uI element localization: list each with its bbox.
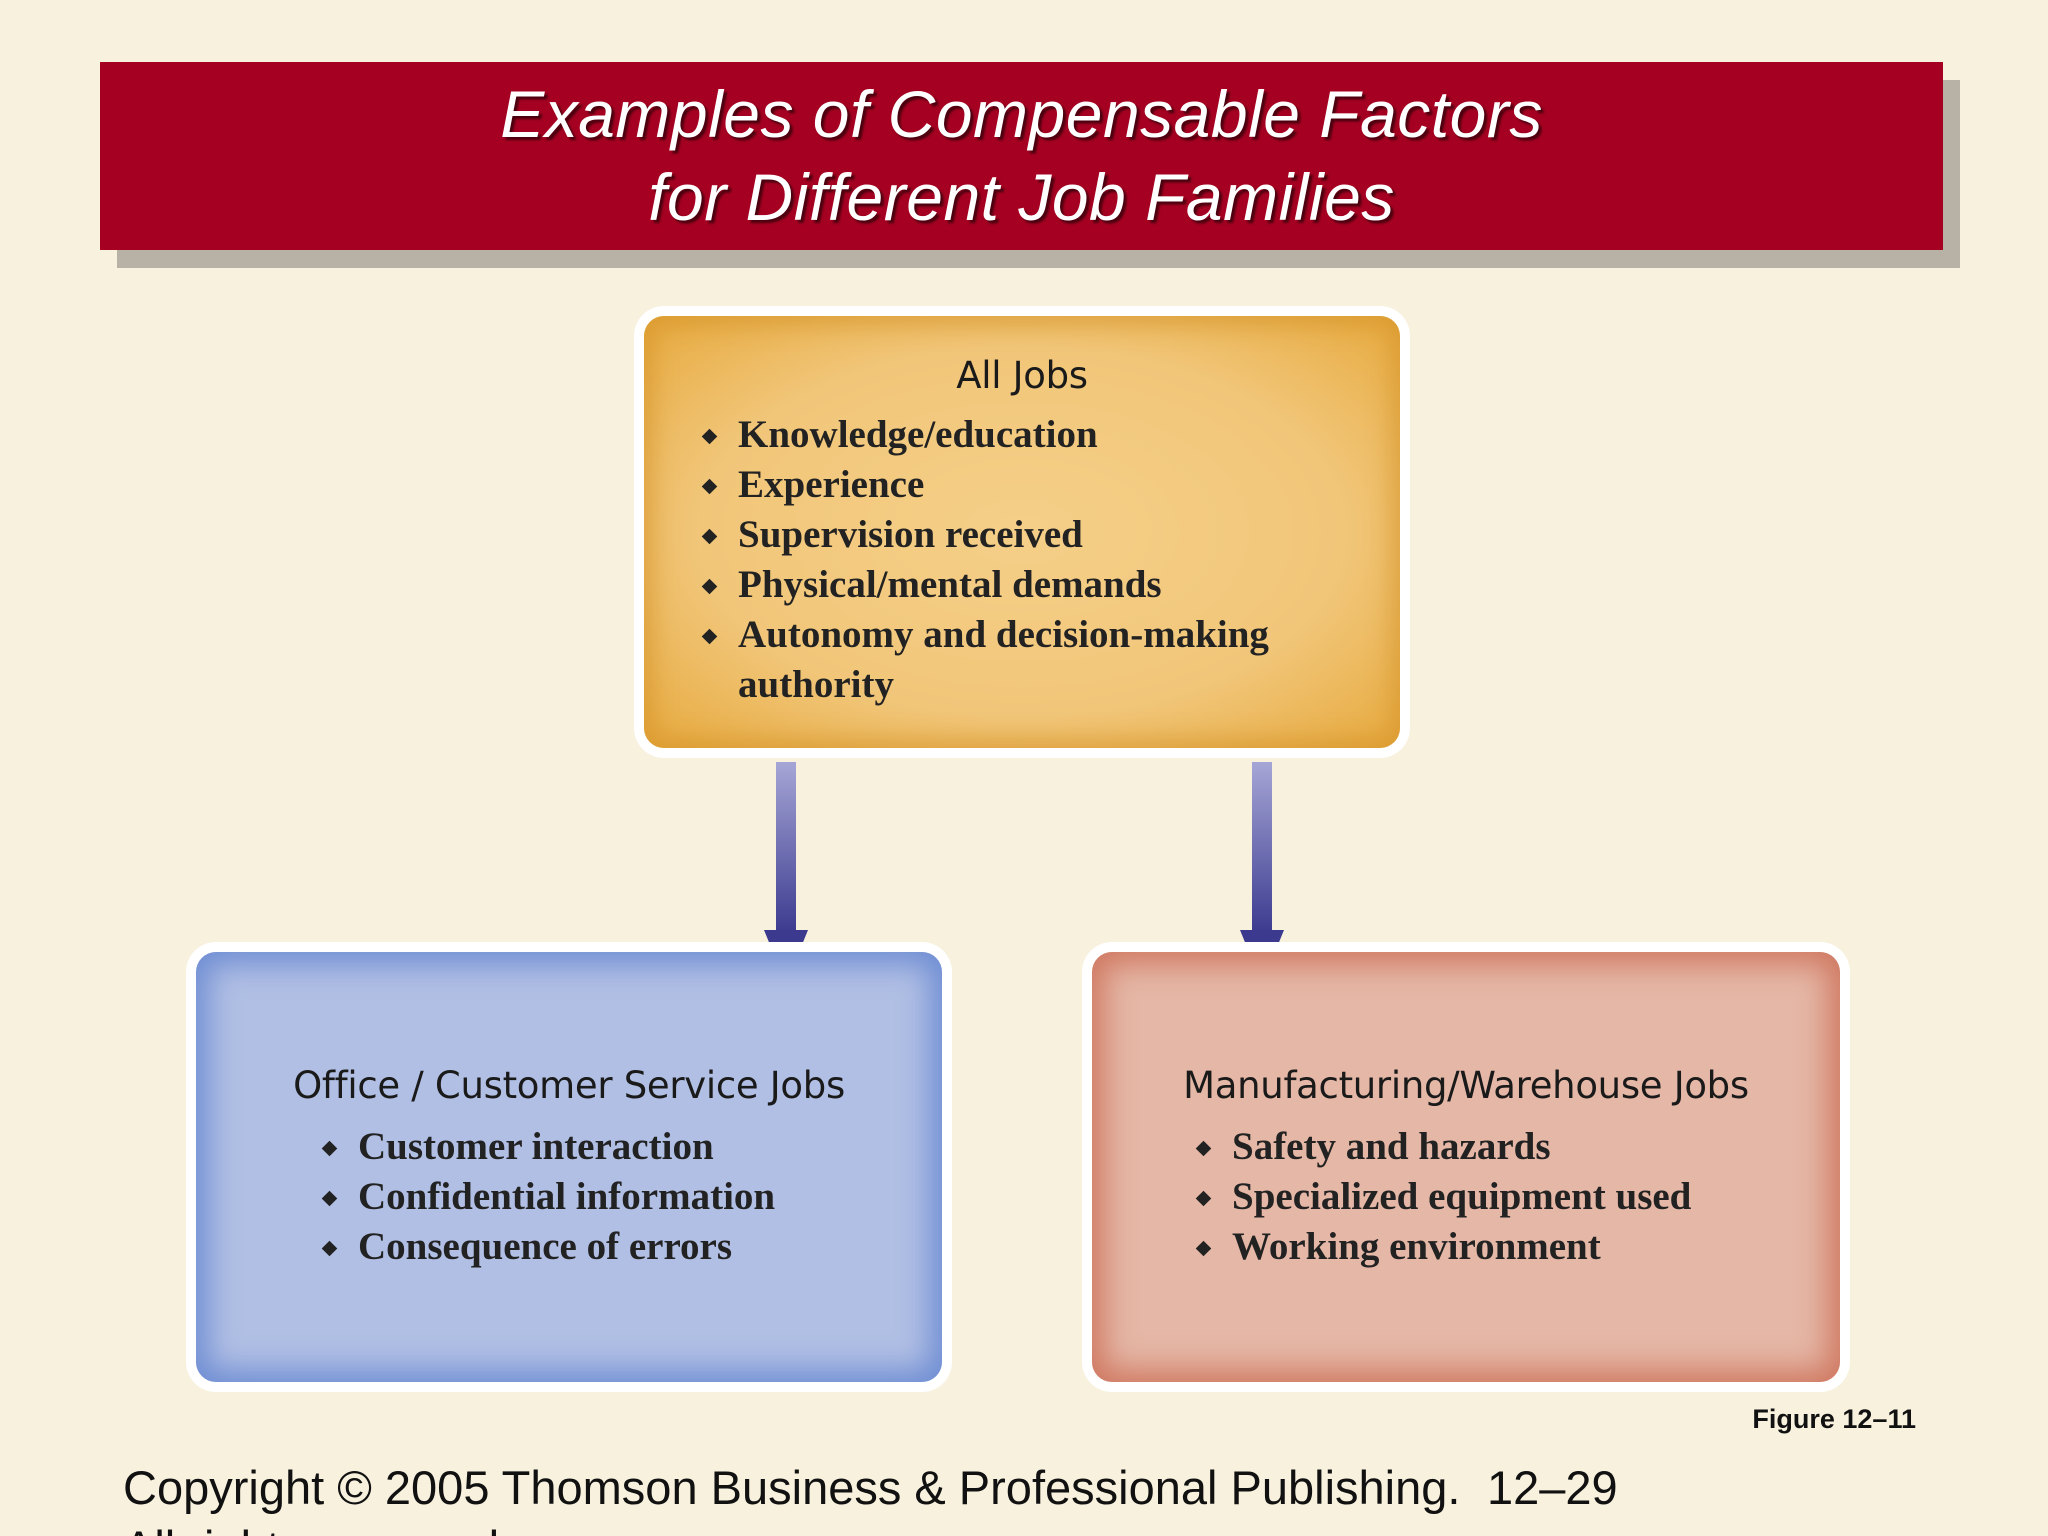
title-banner: Examples of Compensable Factors for Diff…	[100, 62, 1943, 250]
figure-label: Figure 12–11	[1752, 1404, 1916, 1434]
list-item: Specialized equipment used	[1194, 1172, 1691, 1222]
list-item: Physical/mental demands	[700, 560, 1269, 610]
list-item: Autonomy and decision-making	[700, 610, 1269, 660]
diamond-bullet-icon	[1195, 1140, 1212, 1157]
list-item-continuation: authority	[738, 663, 894, 706]
diamond-bullet-icon	[1195, 1240, 1212, 1257]
diamond-bullet-icon	[1195, 1190, 1212, 1207]
diamond-bullet-icon	[701, 528, 718, 545]
office-heading: Office / Customer Service Jobs	[293, 1064, 845, 1107]
all-jobs-box: All Jobs Knowledge/education Experience …	[644, 316, 1400, 748]
title-line-1: Examples of Compensable Factors	[500, 77, 1543, 151]
list-item: Consequence of errors	[320, 1222, 775, 1272]
manufacturing-factor-list: Safety and hazards Specialized equipment…	[1194, 1122, 1691, 1272]
office-factor-list: Customer interaction Confidential inform…	[320, 1122, 775, 1272]
manufacturing-box: Manufacturing/Warehouse Jobs Safety and …	[1092, 952, 1840, 1382]
diamond-bullet-icon	[701, 478, 718, 495]
list-item: Safety and hazards	[1194, 1122, 1691, 1172]
diamond-bullet-icon	[701, 578, 718, 595]
diamond-bullet-icon	[321, 1190, 338, 1207]
title-line-2: for Different Job Families	[648, 160, 1395, 234]
list-item: Confidential information	[320, 1172, 775, 1222]
list-item: Customer interaction	[320, 1122, 775, 1172]
diamond-bullet-icon	[701, 428, 718, 445]
footer-page-number: 12–29	[1487, 1461, 1618, 1514]
diamond-bullet-icon	[321, 1140, 338, 1157]
footer-copyright: Copyright © 2005 Thomson Business & Prof…	[123, 1461, 1461, 1536]
diamond-bullet-icon	[321, 1240, 338, 1257]
list-item: Knowledge/education	[700, 410, 1269, 460]
diamond-bullet-icon	[701, 628, 718, 645]
office-box: Office / Customer Service Jobs Customer …	[196, 952, 942, 1382]
all-jobs-factor-list: Knowledge/education Experience Supervisi…	[700, 410, 1269, 710]
list-item: Supervision received	[700, 510, 1269, 560]
list-item: Working environment	[1194, 1222, 1691, 1272]
all-jobs-heading: All Jobs	[956, 354, 1088, 397]
manufacturing-heading: Manufacturing/Warehouse Jobs	[1183, 1064, 1749, 1107]
list-item: Experience	[700, 460, 1269, 510]
